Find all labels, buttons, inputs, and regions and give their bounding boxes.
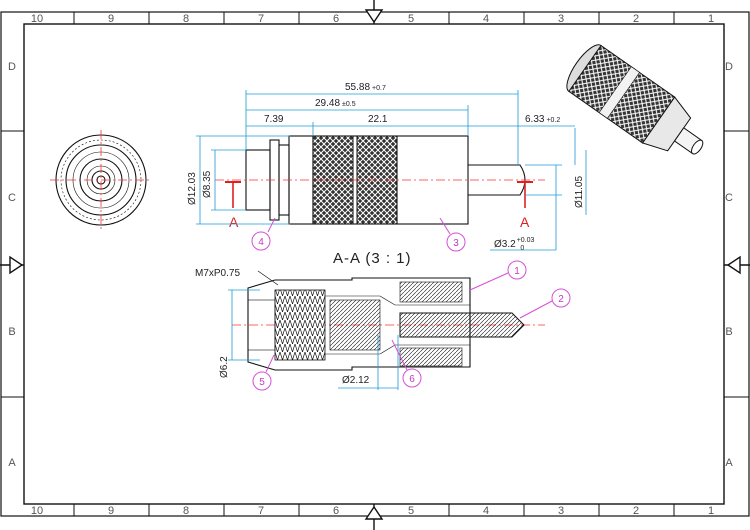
zone-row-label: D: [725, 61, 733, 73]
zone-col-label: 9: [108, 13, 114, 25]
section-marker-left: A: [229, 214, 239, 230]
zone-labels-bottom: 10 9 8 7 6 5 4 3 2 1: [31, 505, 714, 517]
dim-pin: 6.33+0.2: [525, 114, 560, 125]
balloon-2: 2: [558, 294, 564, 305]
dim-mid: 29.48±0.5: [315, 98, 356, 109]
zone-row-label: A: [8, 457, 16, 469]
zone-row-label: A: [725, 457, 733, 469]
zone-row-label: B: [725, 326, 732, 338]
zone-labels-right: D C B A: [725, 61, 733, 469]
balloon-1: 1: [514, 266, 520, 277]
balloon-4: 4: [258, 237, 264, 248]
zone-col-label: 2: [633, 505, 639, 517]
dim-inner-diameter: Ø8.35: [202, 170, 213, 198]
zone-col-label: 8: [183, 13, 189, 25]
zone-col-label: 6: [333, 13, 339, 25]
zone-col-label: 3: [558, 13, 564, 25]
zone-col-label: 5: [408, 505, 414, 517]
zone-col-label: 2: [633, 13, 639, 25]
section-marker-right: A: [520, 214, 530, 230]
isometric-view: [566, 44, 704, 155]
balloon-5: 5: [259, 377, 265, 388]
balloon-3: 3: [453, 238, 459, 249]
zone-row-label: C: [725, 192, 733, 204]
section-view: [228, 270, 545, 390]
dimension-lines: [196, 90, 587, 251]
thread-callout: M7xP0.75: [195, 268, 240, 279]
balloon-6: 6: [409, 374, 415, 385]
zone-col-label: 8: [183, 505, 189, 517]
zone-col-label: 4: [483, 13, 489, 25]
zone-col-label: 6: [333, 505, 339, 517]
dim-right-diameter: Ø11.05: [574, 176, 585, 208]
zone-col-label: 5: [408, 13, 414, 25]
dim-left: 7.39: [264, 114, 284, 125]
zone-labels-left: D C B A: [8, 61, 16, 469]
zone-col-label: 4: [483, 505, 489, 517]
zone-col-label: 10: [31, 13, 43, 25]
dim-small-diameter: Ø2.12: [342, 375, 370, 386]
dim-bottom-diameter: Ø6.2: [219, 356, 230, 378]
balloon-group-section: [252, 260, 571, 391]
zone-col-label: 10: [31, 505, 43, 517]
zone-labels-top: 10 9 8 7 6 5 4 3 2 1: [31, 13, 714, 25]
column-ticks: [1, 12, 749, 516]
side-view: [215, 135, 545, 225]
dim-knurl: 22.1: [368, 114, 388, 125]
zone-col-label: 3: [558, 505, 564, 517]
zone-row-label: B: [8, 326, 15, 338]
zone-col-label: 7: [258, 505, 264, 517]
dim-body-diameter: Ø12.03: [187, 172, 198, 205]
zone-col-label: 1: [708, 13, 714, 25]
balloon-group-top: [251, 217, 466, 252]
zone-col-label: 1: [708, 505, 714, 517]
zone-col-label: 9: [108, 505, 114, 517]
end-view: [50, 130, 152, 230]
zone-row-label: C: [8, 192, 16, 204]
section-title: A-A (3 : 1): [333, 250, 412, 267]
zone-row-label: D: [8, 61, 16, 73]
dim-overall: 55.88+0.7: [345, 82, 386, 93]
zone-col-label: 7: [258, 13, 264, 25]
